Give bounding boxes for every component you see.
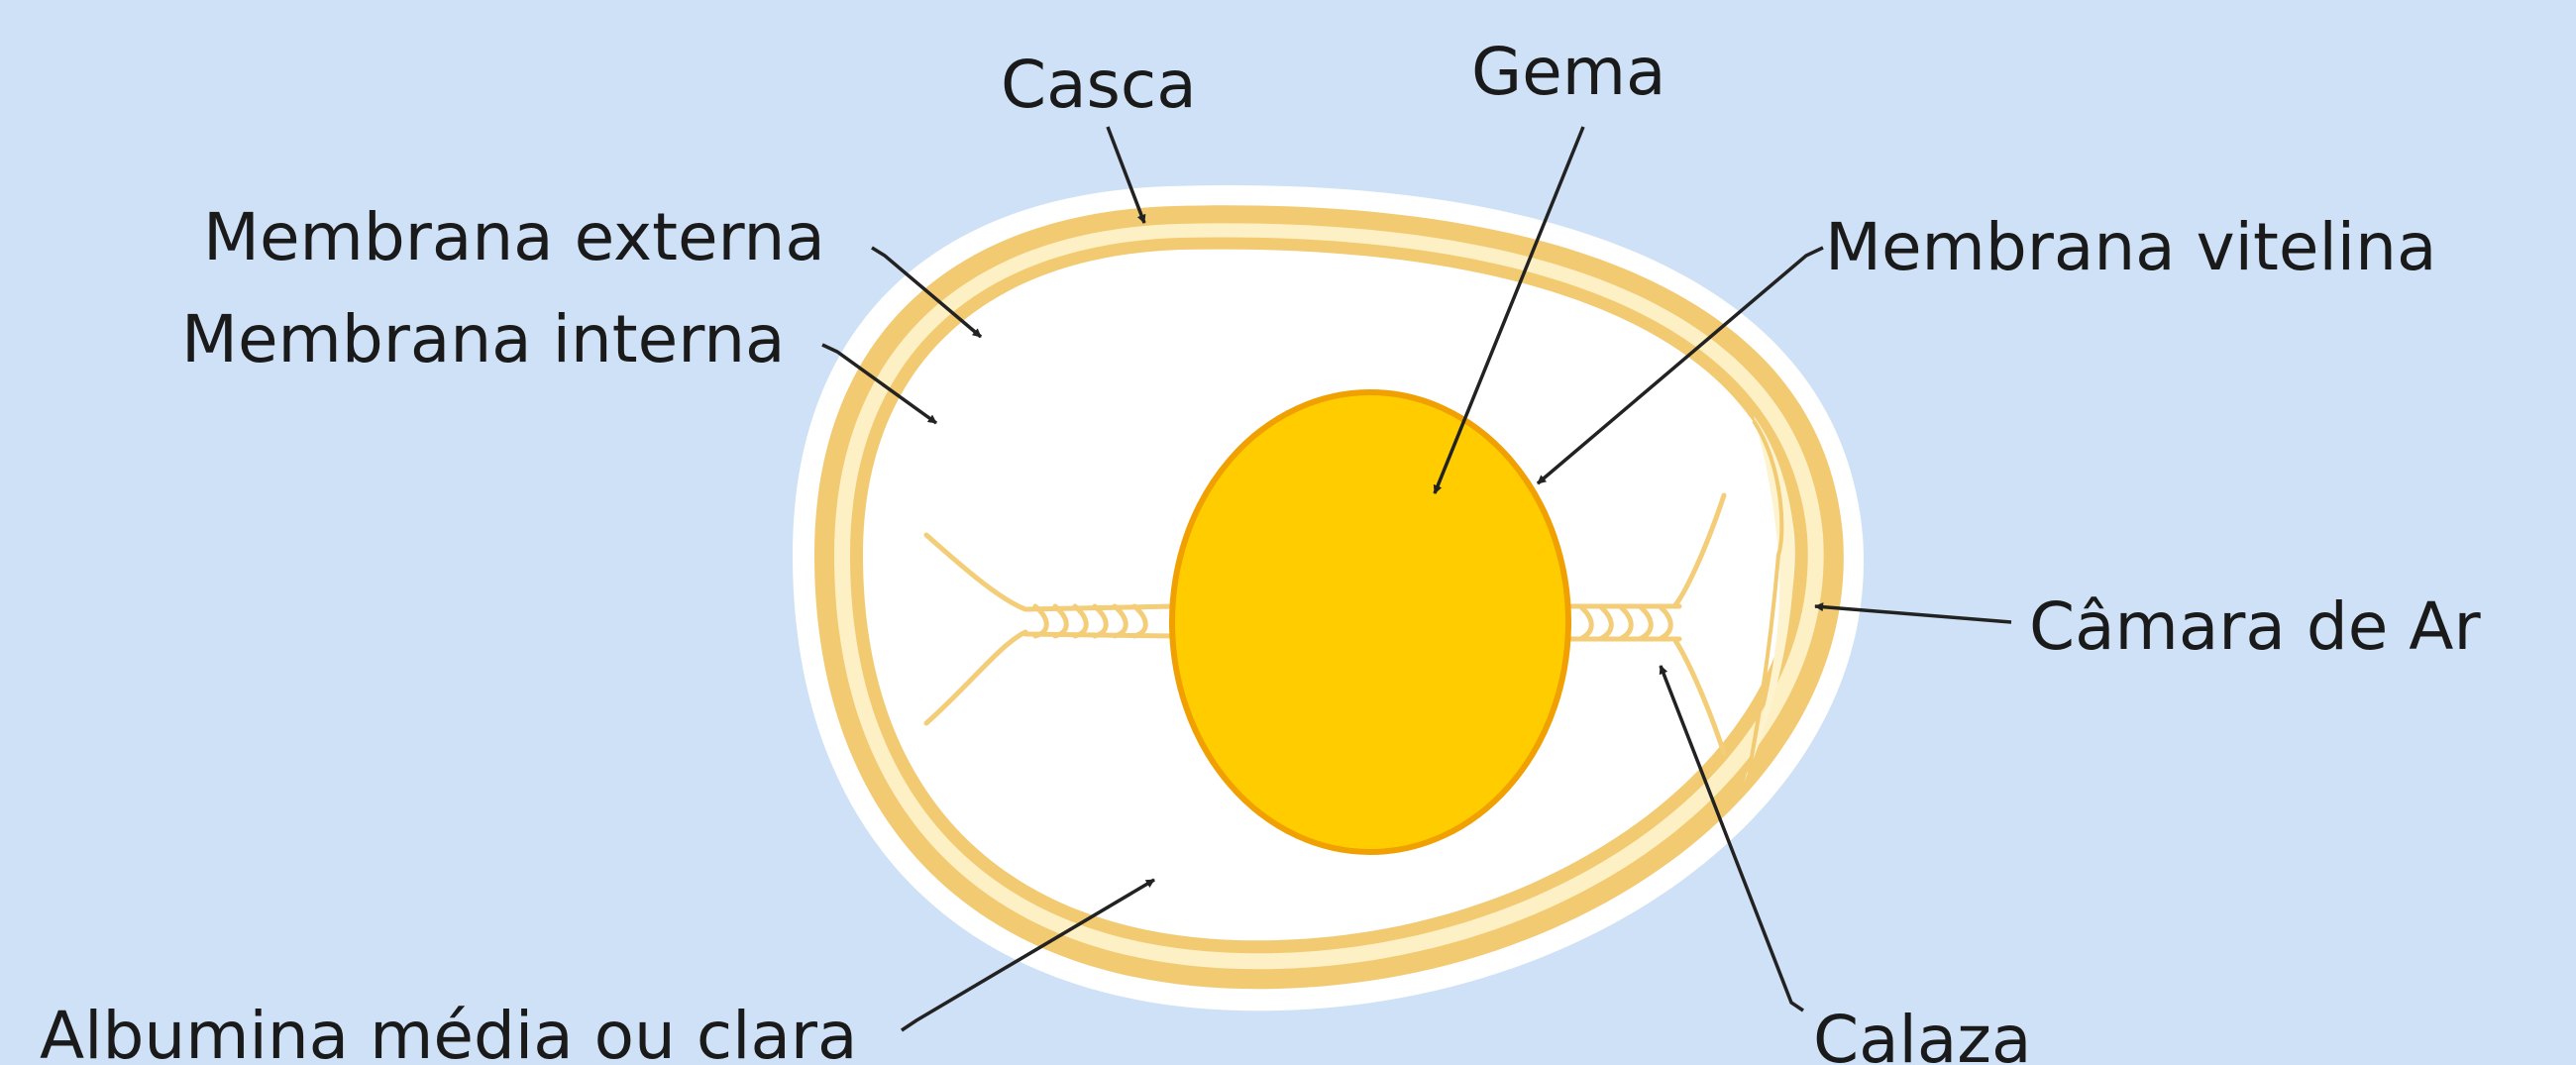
yolk — [1172, 392, 1568, 852]
label-casca: Casca — [1001, 47, 1197, 123]
label-membrana-externa: Membrana externa — [203, 199, 825, 275]
label-camara-de-ar: Câmara de Ar — [2029, 588, 2481, 665]
label-gema: Gema — [1471, 34, 1666, 110]
label-membrana-vitelina: Membrana vitelina — [1825, 209, 2436, 285]
label-calaza: Calaza — [1813, 1002, 2031, 1065]
label-membrana-interna: Membrana interna — [181, 301, 785, 377]
label-albumina: Albumina média ou clara — [40, 998, 857, 1065]
